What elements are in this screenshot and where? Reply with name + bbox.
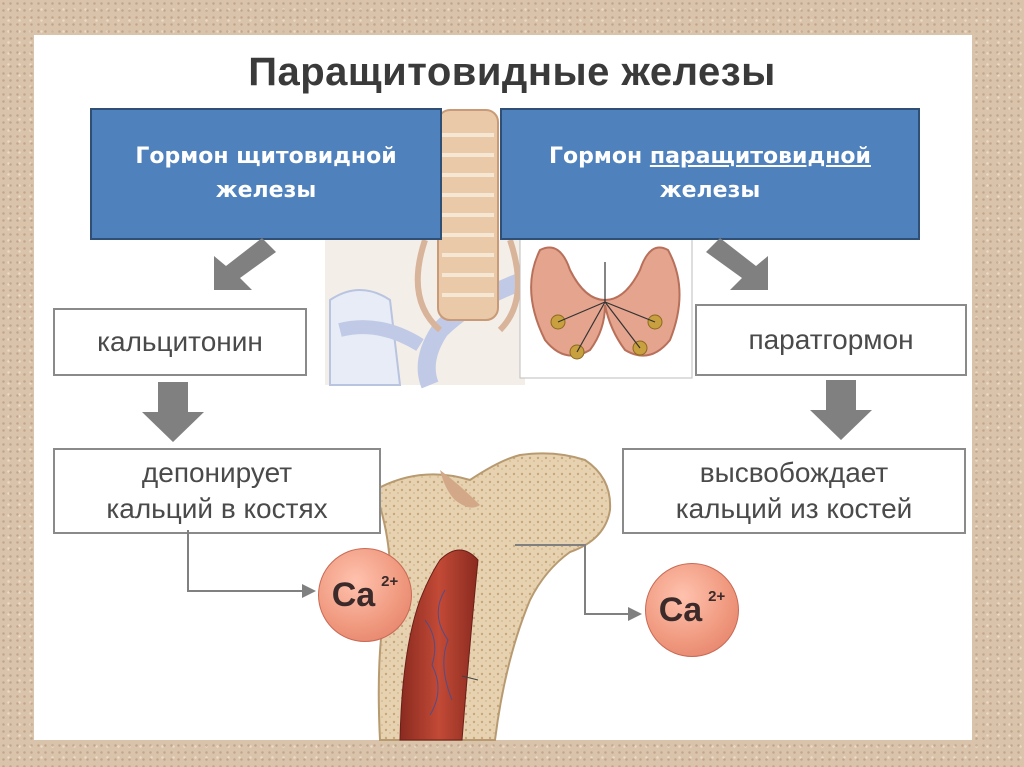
thyroid-hormone-box: Гормон щитовидной железы <box>90 108 442 240</box>
parathormone-box: паратгормон <box>695 304 967 376</box>
calcium-symbol-right: Ca <box>659 591 702 630</box>
parathyroid-hormone-box: Гормон паращитовидной железы <box>500 108 920 240</box>
calcium-ion-left: Ca 2+ <box>318 548 412 642</box>
releases-line2: кальций из костей <box>624 491 964 527</box>
calcium-charge-right: 2+ <box>708 588 725 605</box>
thyroid-hormone-line1: Гормон щитовидной <box>92 140 440 174</box>
calcium-symbol-left: Ca <box>332 576 375 615</box>
deposits-line2: кальций в костях <box>55 491 379 527</box>
parathyroid-hormone-underlined: паращитовидной <box>650 144 871 169</box>
thyroid-hormone-line2: железы <box>92 174 440 208</box>
calcium-charge-left: 2+ <box>381 573 398 590</box>
releases-line1: высвобождает <box>624 455 964 491</box>
calcitonin-label: кальцитонин <box>55 324 305 360</box>
deposits-calcium-box: депонирует кальций в костях <box>53 448 381 534</box>
calcitonin-box: кальцитонин <box>53 308 307 376</box>
calcium-ion-right: Ca 2+ <box>645 563 739 657</box>
parathyroid-hormone-line1: Гормон паращитовидной <box>502 140 918 174</box>
parathyroid-gland-image <box>520 238 692 378</box>
parathyroid-hormone-prefix: Гормон <box>549 144 650 169</box>
deposits-line1: депонирует <box>55 455 379 491</box>
slide-title: Паращитовидные железы <box>0 50 1024 95</box>
parathyroid-hormone-line2: железы <box>502 174 918 208</box>
releases-calcium-box: высвобождает кальций из костей <box>622 448 966 534</box>
parathormone-label: паратгормон <box>697 322 965 358</box>
